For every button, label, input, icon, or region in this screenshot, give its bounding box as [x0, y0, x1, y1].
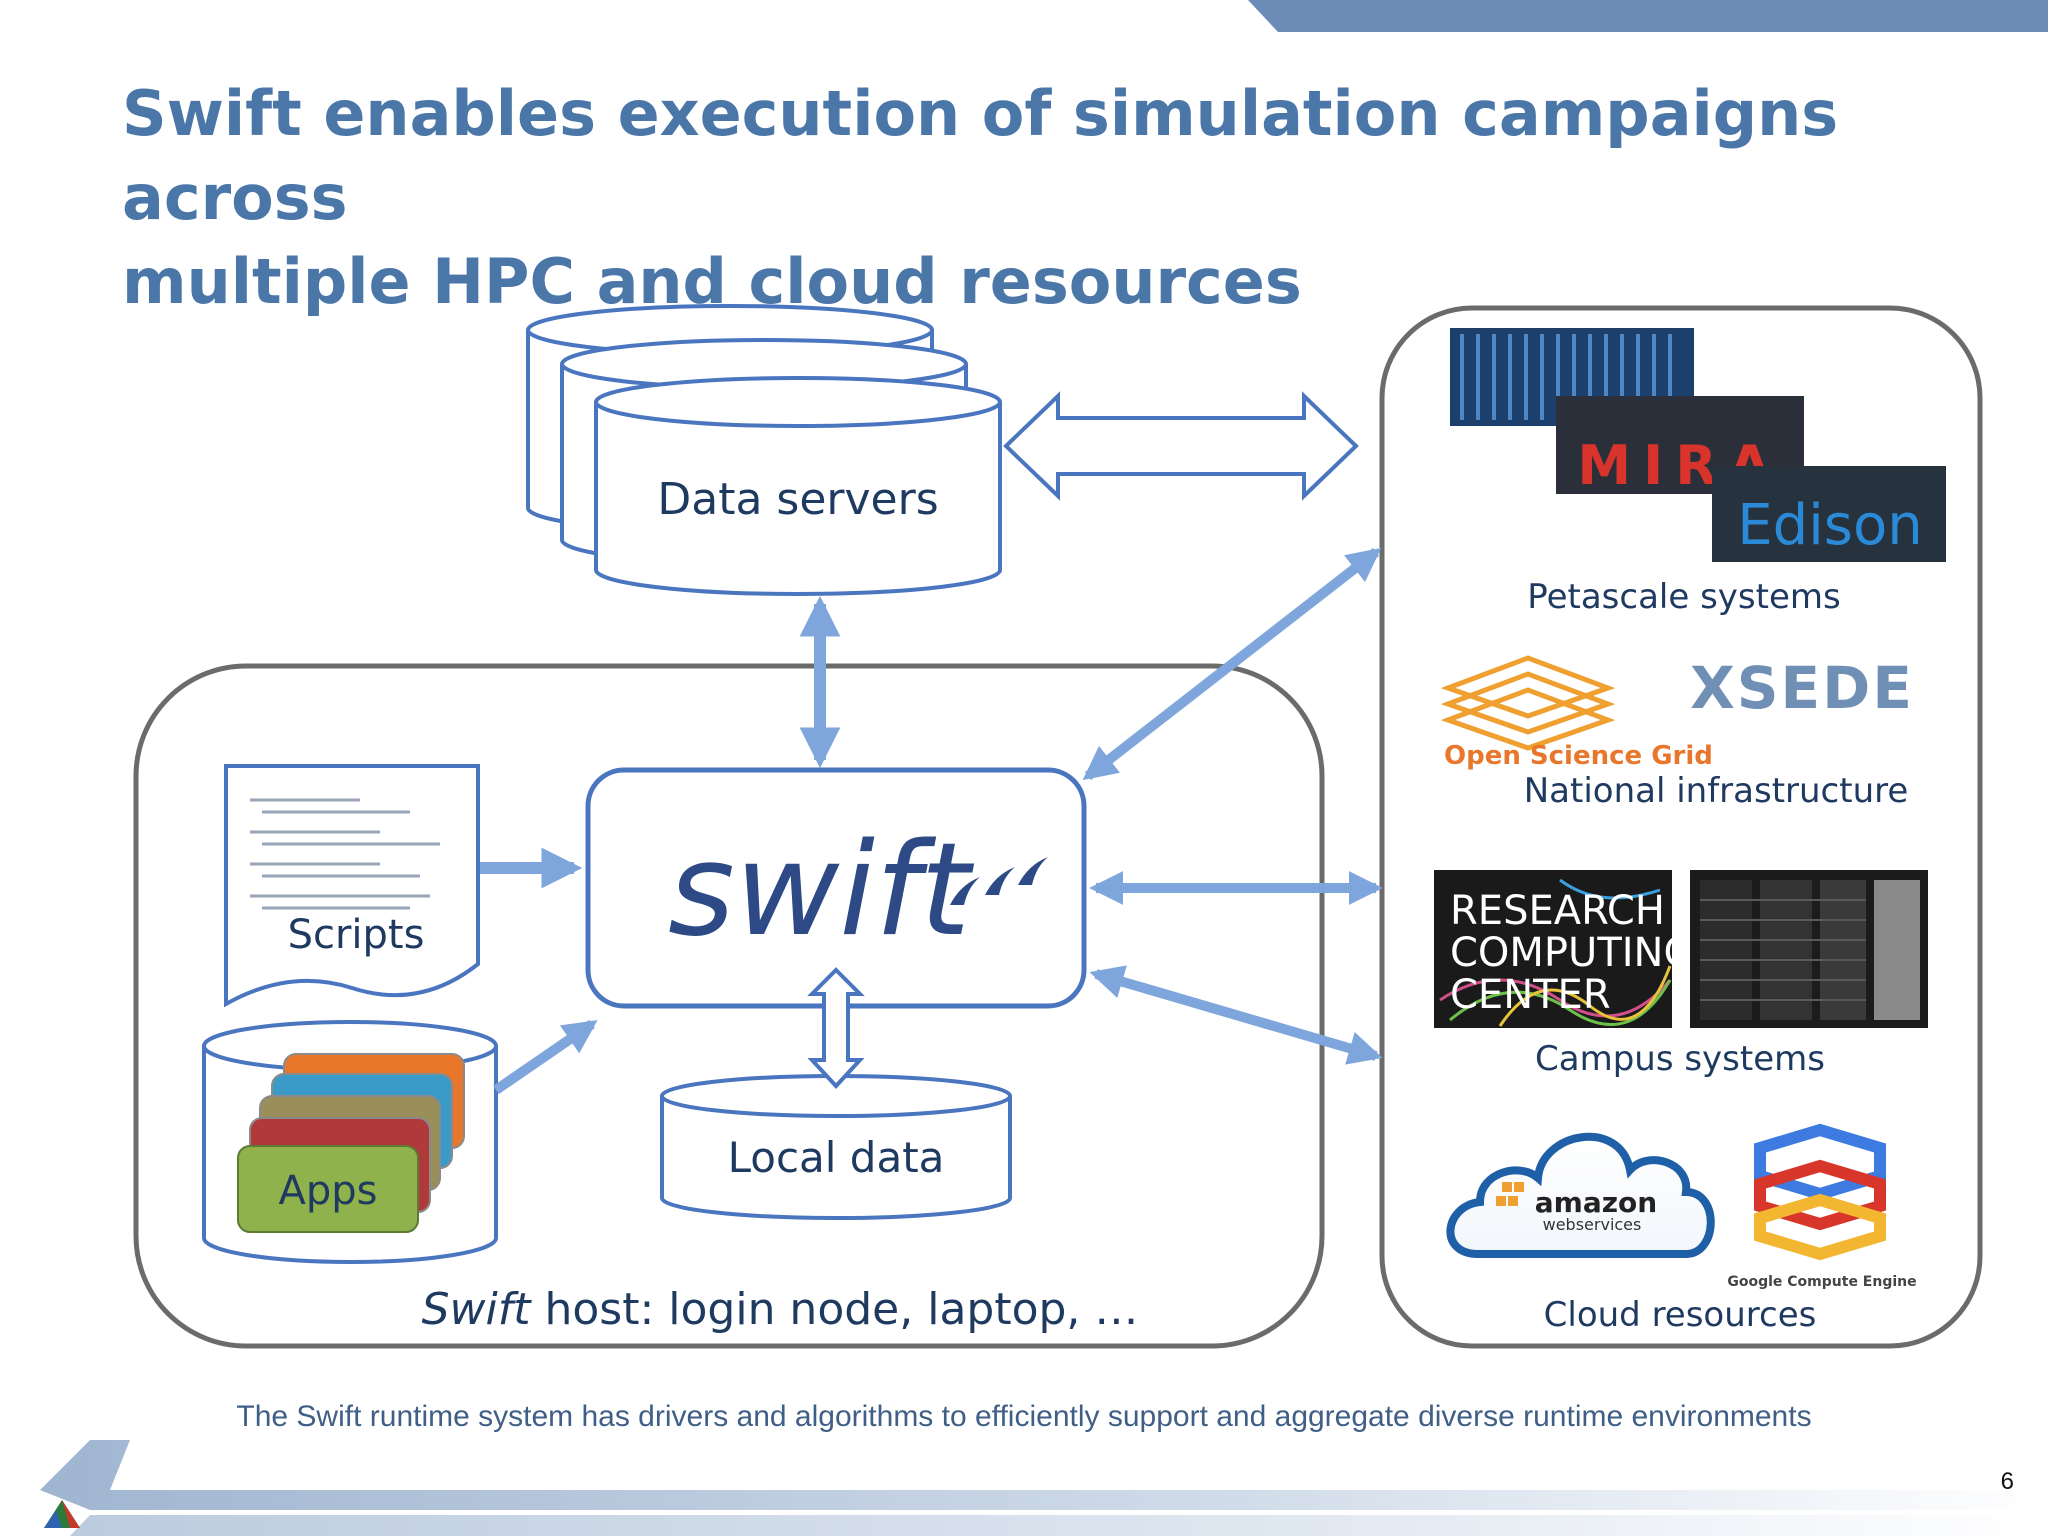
top-band [1248, 0, 2048, 32]
slide-caption: The Swift runtime system has drivers and… [236, 1400, 1812, 1433]
apps-label: Apps [279, 1168, 378, 1214]
swift-host-label: Swift host: login node, laptop, … [422, 1284, 1139, 1335]
apps-stack [237, 1053, 465, 1233]
xsede-text: XSEDE [1690, 654, 1914, 722]
local-data-label: Local data [728, 1133, 945, 1182]
national-label: National infrastructure [1524, 771, 1909, 811]
local-data-cylinder [660, 1074, 1012, 1220]
aws-text-line1: amazon [1535, 1186, 1657, 1219]
server-rack-image [1690, 870, 1928, 1028]
edison-image [1712, 466, 1946, 562]
rcc-text-line2: COMPUTING [1450, 930, 1694, 976]
petascale-label: Petascale systems [1527, 577, 1840, 617]
arrow-swift-campus [1089, 965, 1383, 1065]
swift-host-label-rest: host: login node, laptop, … [530, 1284, 1138, 1335]
osg-logo-icon [1440, 655, 1616, 751]
argonne-logo-icon [44, 1500, 80, 1528]
data-servers-cylinders [526, 304, 1002, 596]
rcc-text-line3: CENTER [1450, 972, 1611, 1018]
bottom-swoosh-2 [70, 1515, 2048, 1536]
google-compute-engine-icon [1754, 1123, 1886, 1261]
campus-label: Campus systems [1535, 1039, 1825, 1079]
cloud-label: Cloud resources [1544, 1295, 1817, 1335]
bottom-swoosh-1 [40, 1440, 2048, 1510]
title-line-1: Swift enables execution of simulation ca… [122, 77, 1839, 234]
arrow-swift-petascale [1082, 547, 1382, 781]
rcc-text-line1: RESEARCH [1450, 888, 1665, 934]
scripts-label: Scripts [288, 912, 425, 958]
swift-birds-icon [950, 857, 1048, 905]
gce-text: Google Compute Engine [1727, 1274, 1916, 1290]
data-servers-resources-arrow [1003, 391, 1359, 501]
petascale-images: MIRA Edison [1450, 328, 1946, 562]
arrow-apps-swift [493, 1019, 598, 1095]
scripts-document [224, 764, 480, 1008]
scripts-code-lines [250, 798, 440, 910]
swift-host-label-italic: Swift [422, 1284, 533, 1335]
data-servers-label: Data servers [657, 474, 938, 525]
aws-text-line2: webservices [1543, 1215, 1642, 1234]
osg-text: Open Science Grid [1444, 741, 1713, 771]
arrow-swift-localdata [807, 967, 865, 1089]
slide-title: Swift enables execution of simulation ca… [122, 72, 1972, 324]
aws-boxes-icon [1496, 1182, 1524, 1206]
swift-logo-text: swift [668, 816, 975, 965]
edison-text: Edison [1737, 493, 1922, 558]
resources-box [1379, 305, 1983, 1349]
aws-cloud-icon [1446, 1132, 1715, 1258]
rcc-colored-lines [1439, 878, 1672, 1027]
page-number: 6 [2000, 1468, 2014, 1495]
